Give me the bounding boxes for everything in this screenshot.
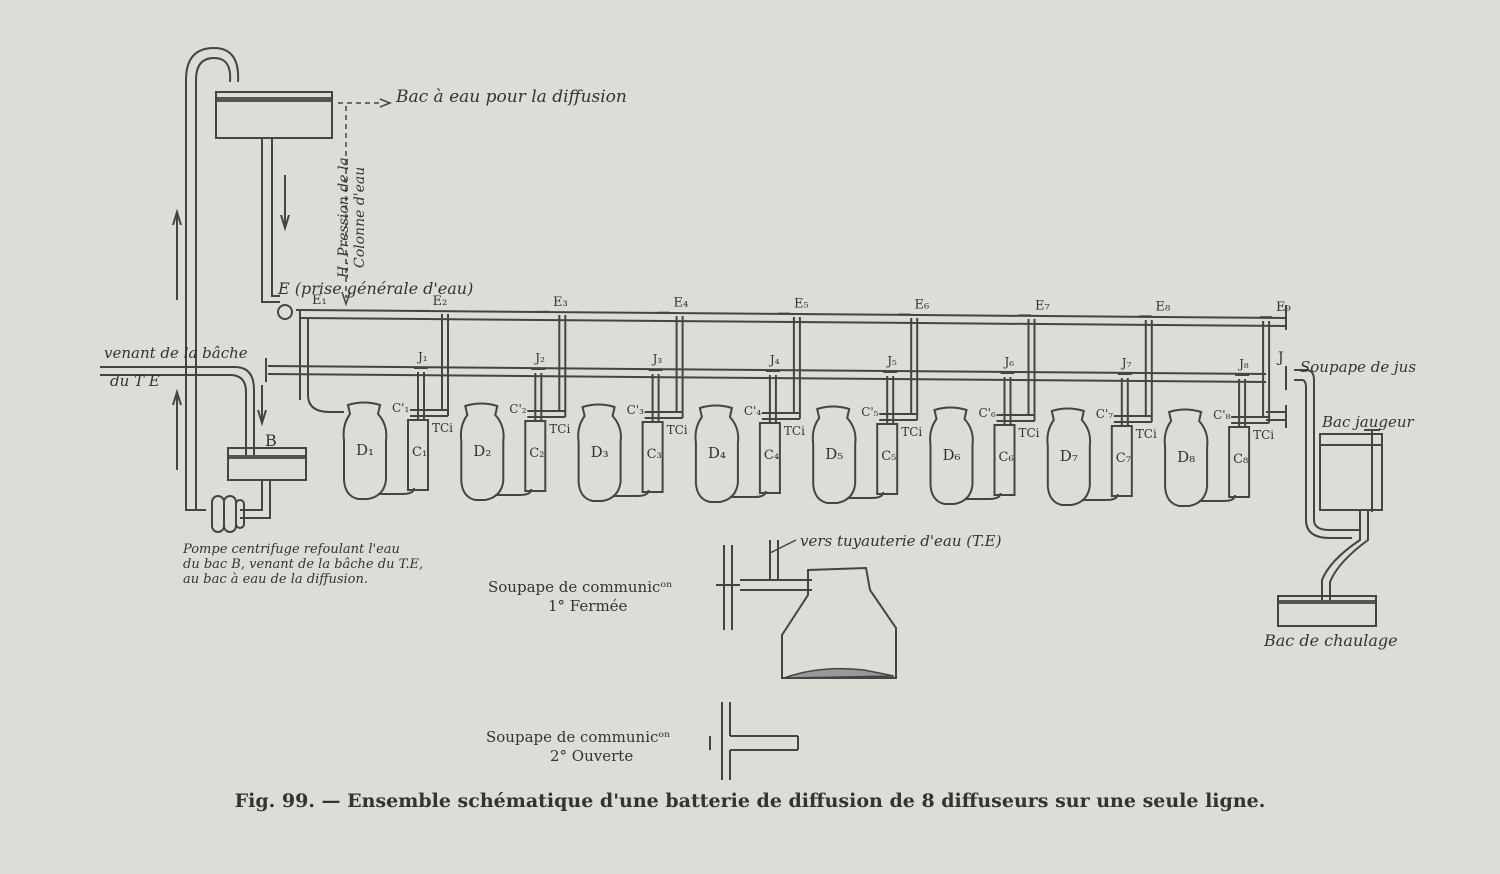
water-tank-label: Bac à eau pour la diffusion xyxy=(395,87,627,107)
juice-valve-label: Soupape de jus xyxy=(1300,358,1416,376)
tci-label: TCi xyxy=(1253,428,1274,442)
heater-label: C₄ xyxy=(764,448,779,463)
valve-ci-label: C'₈ xyxy=(1213,408,1230,422)
inlet-label-line1: venant de la bâche xyxy=(104,344,248,362)
valve-ci-label: C'₃ xyxy=(627,403,644,417)
tci-label: TCi xyxy=(549,422,570,436)
diffuser-label: D₄ xyxy=(708,444,726,462)
figure-caption: Fig. 99. — Ensemble schématique d'une ba… xyxy=(234,790,1266,812)
heater-label: C₅ xyxy=(881,449,896,464)
gauge-tank xyxy=(1294,369,1383,600)
valve1-label-line2: 1° Fermée xyxy=(548,597,628,615)
tci-label: TCi xyxy=(1019,426,1040,440)
bottom-pipe xyxy=(729,490,767,498)
diffuser-label: D₅ xyxy=(825,445,843,463)
bottom-pipe xyxy=(378,487,415,495)
pressure-label-bottom: Colonne d'eau xyxy=(352,167,368,268)
diffuser-label: D₈ xyxy=(1177,448,1195,466)
pressure-label-top: H. Pression de la xyxy=(336,157,352,279)
tank-b-label: B xyxy=(265,431,277,450)
valve-j-label: J₇ xyxy=(1120,356,1132,370)
water-valve-label: E₁ xyxy=(312,293,327,308)
valve-ci-label: C'₅ xyxy=(861,405,878,419)
valve-ci-label: C'₁ xyxy=(392,401,409,415)
heater-label: C₃ xyxy=(647,447,662,462)
valve-ci-label: C'₂ xyxy=(509,402,526,416)
valve-ci-label: C'₇ xyxy=(1096,407,1113,421)
lime-tank-label: Bac de chaulage xyxy=(1263,631,1398,650)
diffuser-label: D₁ xyxy=(356,441,374,459)
valve-detail-open xyxy=(709,702,799,780)
bottom-pipe xyxy=(1081,493,1119,501)
heater-label: C₂ xyxy=(529,446,544,461)
diffuser-label: D₃ xyxy=(591,443,609,461)
bottom-pipe xyxy=(847,491,885,499)
water-valve-label: E₃ xyxy=(553,295,568,310)
water-valve-label: E₂ xyxy=(433,294,448,309)
valve1-label-line1: Soupape de communicᵒⁿ xyxy=(488,578,673,596)
tci-label: TCi xyxy=(432,421,453,435)
tank-b xyxy=(227,447,307,519)
main-intake-label: E (prise générale d'eau) xyxy=(277,279,473,298)
diffuser-label: D₂ xyxy=(473,442,491,460)
valve-j-label: J₁ xyxy=(416,350,428,364)
water-valve-label: E₈ xyxy=(1156,299,1171,314)
tci-label: TCi xyxy=(901,425,922,439)
inlet-label-line2: du T E xyxy=(110,372,160,390)
water-pipe-label: vers tuyauterie d'eau (T.E) xyxy=(800,532,1002,550)
inlet-pipe xyxy=(100,366,267,455)
valve2-label-line1: Soupape de communicᵒⁿ xyxy=(486,728,671,746)
water-valve-label: E₇ xyxy=(1035,298,1050,313)
pump-label-line2: du bac B, venant de la bâche du T.E, xyxy=(183,557,423,572)
bottom-pipe xyxy=(964,492,1002,500)
diffuser-label: D₆ xyxy=(943,446,961,464)
lime-tank xyxy=(1277,595,1377,627)
tci-label: TCi xyxy=(667,423,688,437)
heater-label: C₆ xyxy=(999,450,1014,465)
main-water-line xyxy=(277,304,1287,413)
heater-label: C₈ xyxy=(1233,452,1248,467)
valve-j-label: J₆ xyxy=(1003,355,1015,369)
riser-pipe xyxy=(172,46,240,511)
gauge-tank-label: Bac jaugeur xyxy=(1321,413,1415,431)
bottom-pipe xyxy=(495,488,533,496)
pressure-column xyxy=(338,98,393,307)
water-valve-label: E₆ xyxy=(915,298,930,313)
valve2-label-line2: 2° Ouverte xyxy=(550,747,633,765)
water-valve-label: E₄ xyxy=(674,296,689,311)
water-tank xyxy=(215,91,333,303)
centrifugal-pump xyxy=(211,495,245,533)
bottom-pipe xyxy=(1199,494,1237,502)
valve-ci-label: C'₆ xyxy=(979,406,996,420)
heater-label: C₇ xyxy=(1116,451,1131,466)
pump-label-line1: Pompe centrifuge refoulant l'eau xyxy=(182,542,400,557)
valve-j-label: J₅ xyxy=(885,354,897,368)
water-valve-label: E₉ xyxy=(1276,300,1291,315)
tci-label: TCi xyxy=(784,424,805,438)
valve-ci-label: C'₄ xyxy=(744,404,761,418)
pump-label-line3: au bac à eau de la diffusion. xyxy=(183,572,368,587)
diffuser-label: D₇ xyxy=(1060,447,1078,465)
valve-j-label: J₈ xyxy=(1237,357,1249,371)
heater-label: C₁ xyxy=(412,445,427,460)
water-valve-label: E₅ xyxy=(794,297,809,312)
tci-label: TCi xyxy=(1136,427,1157,441)
valve-detail-closed xyxy=(716,539,897,679)
valve-j-label: J₂ xyxy=(533,351,545,365)
valve-j-label: J₄ xyxy=(768,353,780,367)
valve-j-label: J xyxy=(1276,350,1284,366)
valve-j-label: J₃ xyxy=(651,352,663,366)
bottom-pipe xyxy=(612,489,650,497)
